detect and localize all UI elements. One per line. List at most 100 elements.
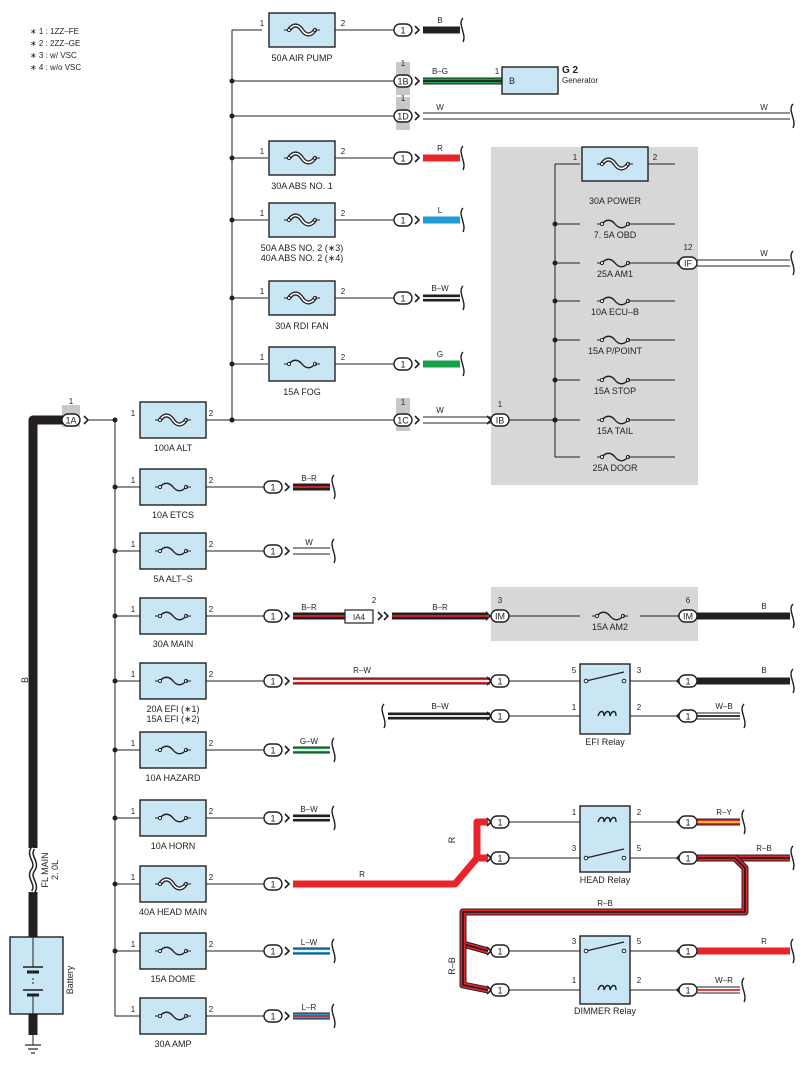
- junction-dot: [112, 747, 118, 753]
- junction-dot: [552, 377, 558, 383]
- connector-1: [490, 815, 510, 829]
- connector-1: [263, 944, 283, 958]
- connector-label: 1: [270, 483, 275, 493]
- connector-1b: [393, 74, 413, 88]
- connector-label: 1: [497, 677, 502, 687]
- fuse-name: 30A MAIN: [153, 639, 194, 649]
- junction-dot: [229, 295, 235, 301]
- connector-label: 1: [685, 986, 690, 996]
- connector-chevron-icon: [284, 813, 291, 823]
- fuse-pin-number: 2: [341, 147, 346, 156]
- fuse-name-2: 15A EFI (∗2): [146, 714, 199, 724]
- wire-color-label: B: [761, 602, 766, 611]
- wire-break-icon: [331, 805, 336, 831]
- wire-color-label: G: [437, 350, 443, 359]
- connector-chevron-icon: [284, 946, 291, 956]
- wire-break-icon: [790, 668, 795, 694]
- wire-stripe: [462, 944, 489, 991]
- connector-ib: [490, 413, 510, 427]
- connector-label: 1: [497, 986, 502, 996]
- main-battery-wire: [28, 415, 66, 1035]
- junction-dot: [112, 678, 118, 684]
- fuse-name: 15A P/POINT: [588, 346, 643, 356]
- connector-1: [678, 944, 698, 958]
- fl-main-label: 2. 0L: [50, 860, 60, 880]
- wire-color-label: W: [760, 103, 768, 112]
- fuse-pin-number: 1: [260, 353, 265, 362]
- wire-color-label: R: [359, 870, 365, 879]
- connector-1: [263, 1009, 283, 1023]
- junction-dot: [552, 417, 558, 423]
- connector-1: [490, 944, 510, 958]
- connector-label: 1: [270, 814, 275, 824]
- connector-im-out: [678, 609, 698, 623]
- junction-dot: [552, 298, 558, 304]
- connector-1: [393, 23, 413, 37]
- fuse-pin-number: 2: [209, 605, 214, 614]
- fuse-pin-number: 2: [209, 940, 214, 949]
- relay-pin-number: 3: [637, 666, 642, 675]
- relay-contact: [621, 948, 627, 954]
- relay-pin-number: 3: [572, 937, 577, 946]
- fuse-name: 15A AM2: [592, 622, 628, 632]
- connector-label: 1: [685, 677, 690, 687]
- connector-1: [490, 851, 510, 865]
- wire-break-icon: [790, 103, 795, 129]
- connector-chevron-icon: [284, 546, 291, 556]
- relay-contact: [621, 678, 627, 684]
- connector-1: [490, 983, 510, 997]
- fuse-name: 15A FOG: [283, 387, 321, 397]
- connector-1d: [393, 109, 413, 123]
- wire-break-icon: [331, 938, 336, 964]
- connector-chevron-icon: [414, 415, 421, 425]
- junction-dot: [112, 948, 118, 954]
- connector-label: IM: [495, 612, 505, 622]
- relay-pin-number: 1: [572, 703, 577, 712]
- connector-1: [678, 815, 698, 829]
- wire-color-label: R–Y: [716, 808, 732, 817]
- relay-switch-icon: [585, 671, 625, 682]
- connector-label: IM: [683, 612, 693, 622]
- wire-color-label: B–G: [432, 67, 448, 76]
- connector-1: [393, 213, 413, 227]
- fuse-pin-number: 1: [131, 807, 136, 816]
- connector-1: [678, 851, 698, 865]
- connector-1: [263, 480, 283, 494]
- fuse-name: 30A POWER: [589, 196, 642, 206]
- fuse-pin-number: 1: [131, 540, 136, 549]
- connector-chevron-icon: [414, 111, 421, 121]
- fuse-pin-number: 2: [209, 873, 214, 882]
- note-text: ∗ 2 : 2ZZ–GE: [30, 39, 80, 48]
- fuse-pin-number: 2: [209, 1005, 214, 1014]
- fuse-name: 30A AMP: [154, 1039, 191, 1049]
- wire-break-icon: [331, 474, 336, 500]
- junction-dot: [229, 361, 235, 367]
- connector-1: [678, 709, 698, 723]
- connector-chevron-icon: [414, 76, 421, 86]
- connector-chevron-icon: [485, 611, 492, 621]
- fuse-pin-number: 2: [341, 353, 346, 362]
- wire-color-label: R: [447, 836, 457, 843]
- note-text: ∗ 1 : 1ZZ–FE: [30, 27, 79, 36]
- wire-color-label: L–R: [302, 1003, 317, 1012]
- connector-label: 1: [400, 216, 405, 226]
- wire-break-icon: [790, 845, 795, 871]
- connector-label: 1: [685, 854, 690, 864]
- wire-color-label: B–W: [431, 284, 449, 293]
- connector-im-in: [490, 609, 510, 623]
- fuse-pin-number: 2: [341, 209, 346, 218]
- connector-label: 1: [400, 154, 405, 164]
- main-wire-label: B: [20, 677, 30, 683]
- fuse-name: 10A ETCS: [152, 510, 194, 520]
- fuse-name: 7. 5A OBD: [594, 230, 637, 240]
- fuse-pin-number: 2: [209, 540, 214, 549]
- junction-dot: [552, 337, 558, 343]
- fuse-pin-number: 1: [260, 287, 265, 296]
- connector-chevron-icon: [284, 611, 291, 621]
- fuse-pin-number: 2: [341, 287, 346, 296]
- junction-dot: [552, 221, 558, 227]
- connector-1c: [393, 413, 413, 427]
- fuse-pin-number: 1: [131, 940, 136, 949]
- wire-break-icon: [331, 737, 336, 763]
- generator-name: Generator: [562, 76, 598, 85]
